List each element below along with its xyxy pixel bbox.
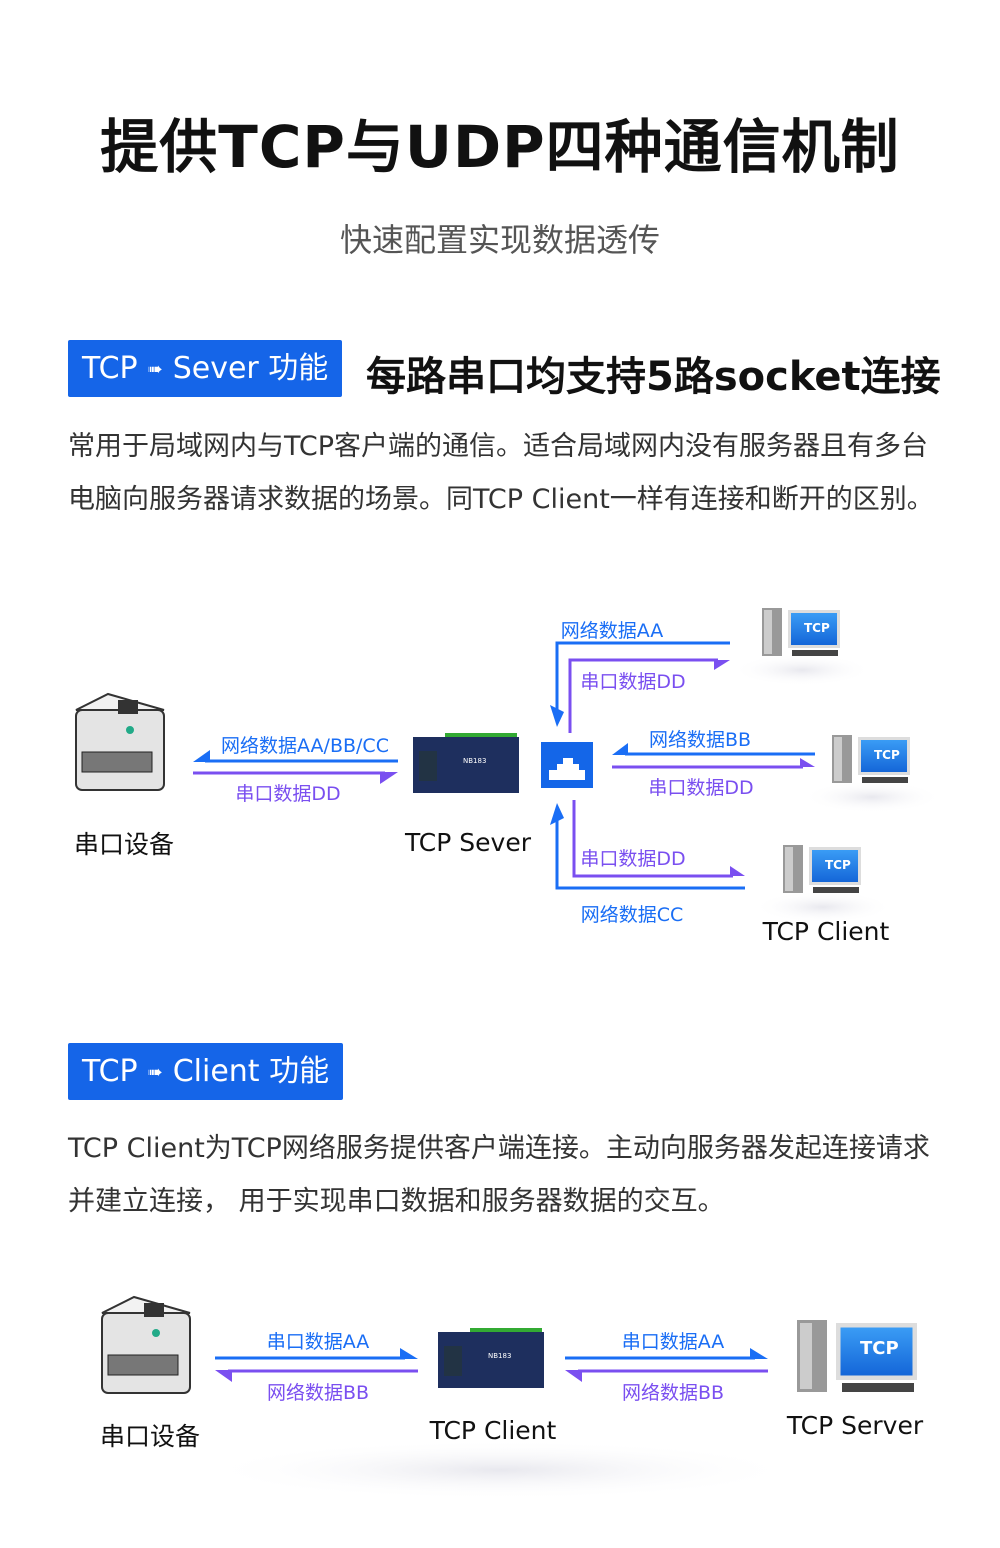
pc-screen-label-1: TCP	[804, 621, 830, 635]
server-router-icon	[413, 733, 519, 793]
badge-left: TCP	[82, 1054, 138, 1089]
label-mid-serial: 串口数据DD	[648, 777, 754, 799]
caption-s2-tcp-client: TCP Client	[429, 1416, 557, 1445]
section1-description: 常用于局域网内与TCP客户端的通信。适合局域网内没有服务器且有多台电脑向服务器请…	[68, 431, 934, 515]
client-router-icon	[438, 1328, 544, 1388]
page-title: 提供TCP与UDP四种通信机制	[100, 113, 900, 181]
label-s2-right-net: 网络数据BB	[621, 1382, 725, 1404]
pc-screen-label-server: TCP	[860, 1338, 899, 1359]
serial-device-icon	[75, 693, 165, 791]
caption-s2-serial-device: 串口设备	[99, 1422, 201, 1451]
section2-diagram	[101, 1296, 917, 1500]
serial-device-icon-2	[101, 1296, 191, 1394]
label-s2-right-serial: 串口数据AA	[621, 1331, 725, 1353]
label-left-net: 网络数据AA/BB/CC	[221, 735, 389, 757]
badge-right: Sever 功能	[172, 351, 329, 386]
caption-tcp-server: TCP Sever	[405, 828, 531, 857]
label-mid-net: 网络数据BB	[648, 729, 752, 751]
badge-right: Client 功能	[172, 1054, 330, 1089]
arrow-icon: ➠	[147, 1062, 163, 1083]
label-s2-left-net: 网络数据BB	[266, 1382, 370, 1404]
pc-screen-label-3: TCP	[825, 858, 851, 872]
pc-icon-2	[802, 735, 942, 813]
label-top-net: 网络数据AA	[560, 620, 664, 642]
pc-icon-1	[732, 608, 872, 686]
label-bot-serial: 串口数据DD	[580, 848, 686, 870]
caption-s2-tcp-server: TCP Server	[786, 1411, 924, 1440]
section1-diagram	[75, 608, 942, 923]
page-subtitle: 快速配置实现数据透传	[339, 221, 660, 259]
label-bot-net: 网络数据CC	[580, 904, 684, 926]
label-left-serial: 串口数据DD	[235, 783, 341, 805]
pc-icon-3	[753, 845, 893, 923]
caption-tcp-client: TCP Client	[762, 917, 890, 946]
label-top-serial: 串口数据DD	[580, 671, 686, 693]
section2-description: TCP Client为TCP网络服务提供客户端连接。主动向服务器发起连接请求并建…	[68, 1133, 930, 1217]
tcp-client-badge: TCP ➠ Client 功能	[68, 1043, 344, 1100]
label-s2-left-serial: 串口数据AA	[266, 1331, 370, 1353]
arrow-icon: ➠	[147, 359, 163, 380]
server-pc-icon	[797, 1320, 917, 1392]
badge-left: TCP	[82, 351, 138, 386]
tcp-server-badge: TCP ➠ Sever 功能	[68, 340, 343, 397]
pc-screen-label-2: TCP	[874, 748, 900, 762]
section1-heading: 每路串口均支持5路socket连接	[366, 354, 941, 400]
caption-serial-device: 串口设备	[73, 830, 175, 859]
